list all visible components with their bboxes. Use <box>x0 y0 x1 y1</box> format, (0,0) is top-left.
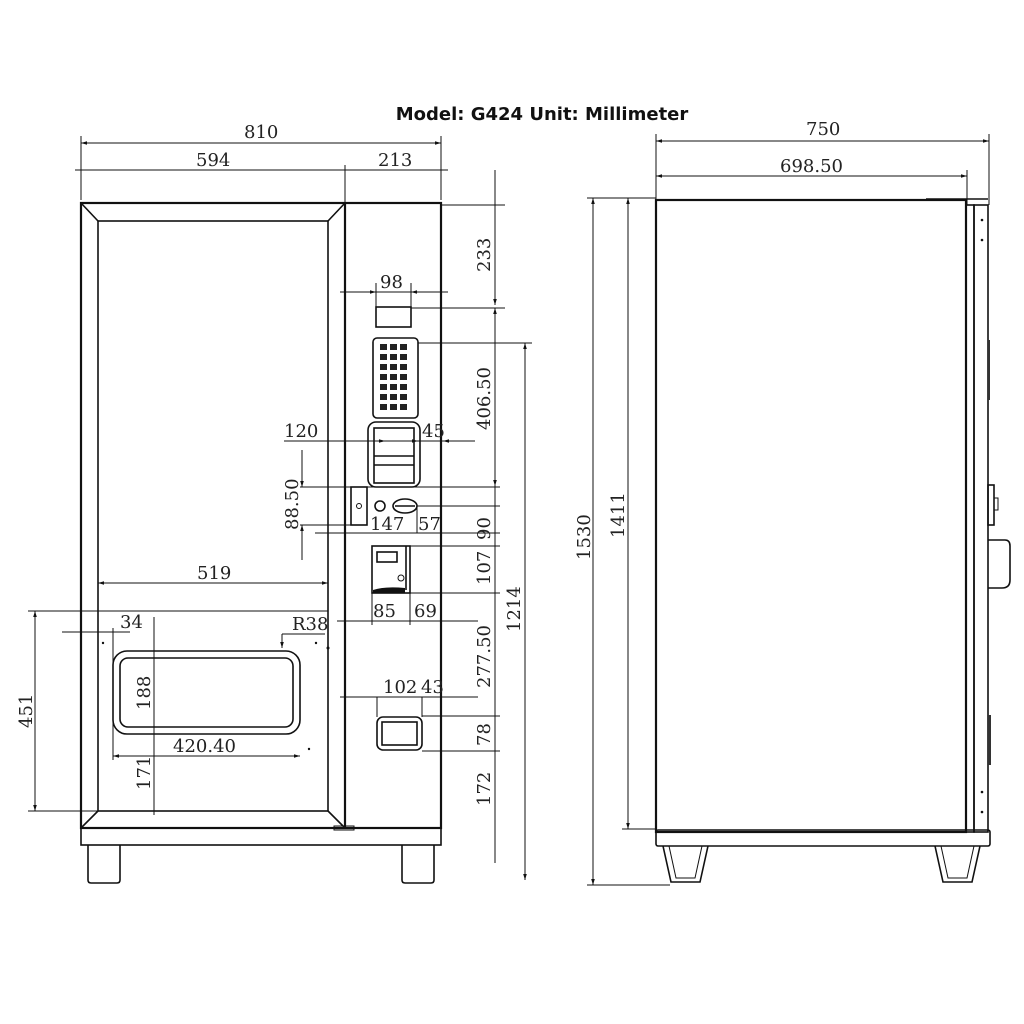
dim-panel-width: 213 <box>378 150 412 171</box>
card-reader-side-icon <box>988 539 1011 589</box>
dim-lower-panel-height: 451 <box>16 694 37 728</box>
dim-top-to-display: 233 <box>474 238 495 272</box>
dim-dispenser-right: 43 <box>421 677 444 698</box>
dim-card-reader-height: 107 <box>474 551 495 585</box>
dim-inner-width: 519 <box>197 563 231 584</box>
dim-coin-left: 147 <box>370 514 404 535</box>
dim-card-reader-width: 85 <box>373 601 396 622</box>
dim-window-left-offset: 34 <box>120 612 143 633</box>
dim-keypad-to-bill: 406.50 <box>474 367 495 430</box>
dim-coin-height: 88.50 <box>282 478 303 530</box>
dim-window-bottom: 171 <box>134 756 155 790</box>
dim-bill-offset: 120 <box>284 421 318 442</box>
side-view: 750 698.50 1530 1411 <box>574 119 1011 886</box>
dim-door-width: 594 <box>196 150 230 171</box>
dim-display-width: 98 <box>380 272 403 293</box>
dim-card-reader-right: 69 <box>414 601 437 622</box>
dim-bottom-gap: 172 <box>474 772 495 806</box>
dim-total-height-front: 1214 <box>504 586 525 632</box>
drawing-title: Model: G424 Unit: Millimeter <box>395 104 689 125</box>
dim-coin-gap: 90 <box>474 517 495 540</box>
dim-dispenser-width: 102 <box>383 677 417 698</box>
keypad-icon <box>380 344 407 410</box>
dim-overall-height: 1530 <box>574 514 595 560</box>
dim-overall-depth: 750 <box>806 119 840 140</box>
card-reader-icon <box>371 545 411 594</box>
dim-body-depth: 698.50 <box>780 156 843 177</box>
bill-validator-icon <box>367 421 421 488</box>
dim-coin-right: 57 <box>418 514 441 535</box>
dim-bill-right: 45 <box>422 421 445 442</box>
dim-body-height: 1411 <box>608 492 629 538</box>
dim-window-height: 188 <box>134 676 155 710</box>
dim-mid-height: 277.50 <box>474 625 495 688</box>
front-view: 810 594 213 <box>16 122 532 884</box>
dim-window-radius: R38 <box>292 614 328 635</box>
coin-button-icon <box>374 500 386 512</box>
dim-dispenser-height: 78 <box>474 723 495 746</box>
dim-window-width: 420.40 <box>173 736 236 757</box>
dim-overall-width: 810 <box>244 122 278 143</box>
